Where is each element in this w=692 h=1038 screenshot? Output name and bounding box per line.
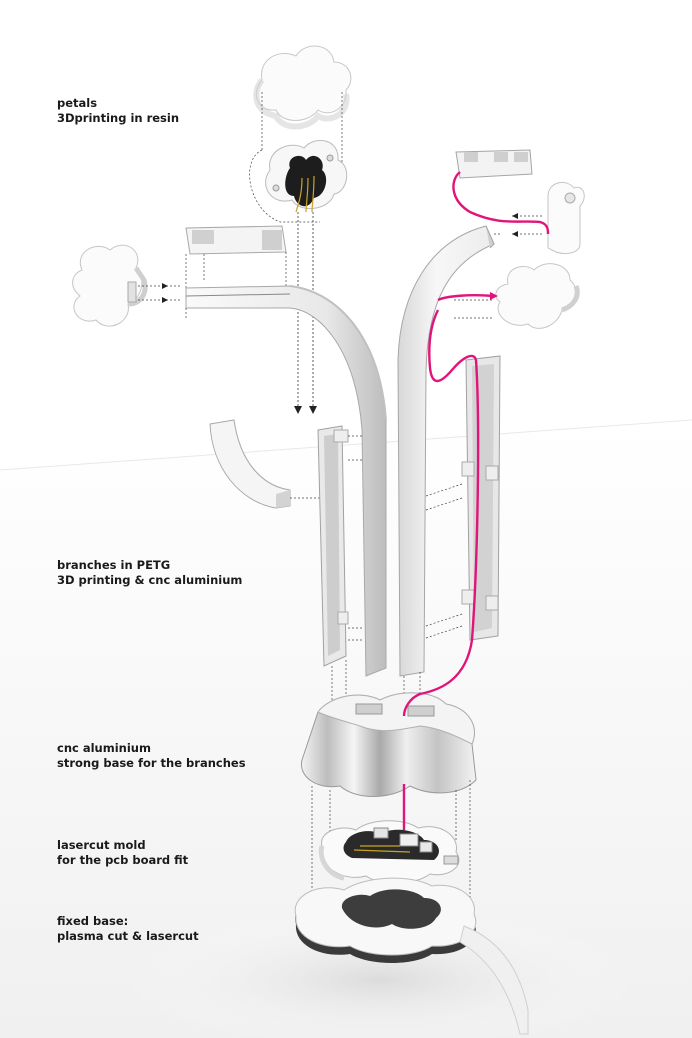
right-branch-connector	[455, 149, 533, 179]
label-branches-title: branches in PETG	[57, 558, 171, 572]
label-fixed-base: fixed base: plasma cut & lasercut	[57, 914, 199, 944]
lasercut-mold	[318, 820, 460, 884]
aluminium-base	[301, 692, 477, 910]
label-lasercut-mold-detail: for the pcb board fit	[57, 853, 189, 867]
right-petal-small	[512, 181, 585, 255]
label-petals-title: petals	[57, 96, 98, 110]
wire	[402, 171, 550, 830]
label-petals-detail: 3Dprinting in resin	[57, 111, 180, 125]
label-lasercut-mold: lasercut mold for the pcb board fit	[57, 838, 188, 868]
label-fixed-base-detail: plasma cut & lasercut	[57, 929, 199, 943]
label-lasercut-mold-title: lasercut mold	[57, 838, 146, 852]
label-aluminium-base: cnc aluminium strong base for the branch…	[57, 741, 246, 771]
left-curve-cover	[209, 419, 320, 509]
left-branch-channel	[317, 425, 364, 702]
label-branches-detail: 3D printing & cnc aluminium	[57, 573, 243, 587]
label-fixed-base-title: fixed base:	[57, 914, 129, 928]
label-petals: petals 3Dprinting in resin	[57, 96, 179, 126]
left-branch-arm	[185, 285, 387, 677]
label-branches: branches in PETG 3D printing & cnc alumi…	[57, 558, 242, 588]
left-branch-connector	[185, 225, 287, 300]
petal-top	[253, 45, 352, 175]
label-aluminium-base-detail: strong base for the branches	[57, 756, 246, 770]
right-petal-large	[454, 263, 580, 329]
petal-pcb-holder	[249, 139, 348, 414]
label-aluminium-base-title: cnc aluminium	[57, 741, 151, 755]
fixed-base	[294, 877, 529, 1035]
left-petal	[72, 244, 180, 327]
